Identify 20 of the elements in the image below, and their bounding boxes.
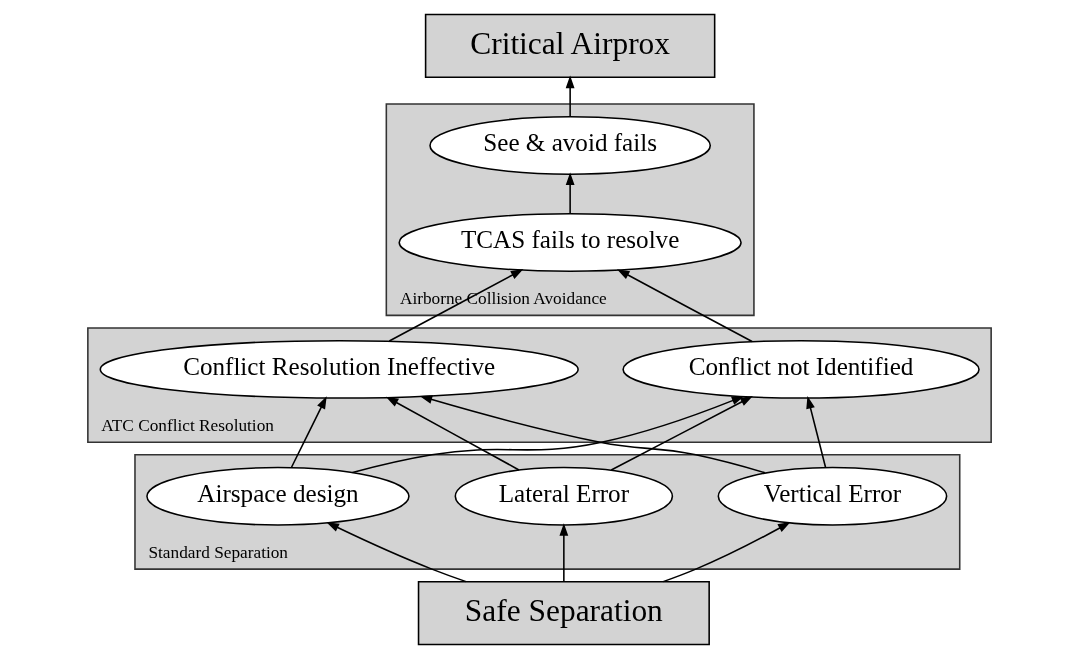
arrow bbox=[290, 396, 327, 468]
node-ellipse: Conflict Resolution Ineffective bbox=[99, 339, 579, 399]
arrow bbox=[326, 522, 467, 583]
arrow bbox=[388, 269, 524, 342]
arrow bbox=[610, 396, 753, 471]
arrow bbox=[559, 523, 569, 583]
arrow bbox=[616, 269, 753, 343]
node-box: Safe Separation bbox=[417, 580, 710, 646]
arrow bbox=[806, 396, 827, 468]
node-ellipse: See & avoid fails bbox=[429, 115, 712, 175]
arrow bbox=[662, 522, 791, 583]
node-ellipse: Airspace design bbox=[146, 466, 410, 526]
node-ellipse: Conflict not Identified bbox=[622, 339, 980, 399]
node-ellipse: Vertical Error bbox=[717, 466, 948, 526]
node-box: Critical Airprox bbox=[424, 13, 716, 79]
arrow bbox=[565, 75, 575, 118]
node-ellipse: Lateral Error bbox=[454, 466, 674, 526]
arrow bbox=[565, 172, 575, 215]
arrow bbox=[385, 396, 520, 471]
node-ellipse: TCAS fails to resolve bbox=[398, 213, 742, 272]
